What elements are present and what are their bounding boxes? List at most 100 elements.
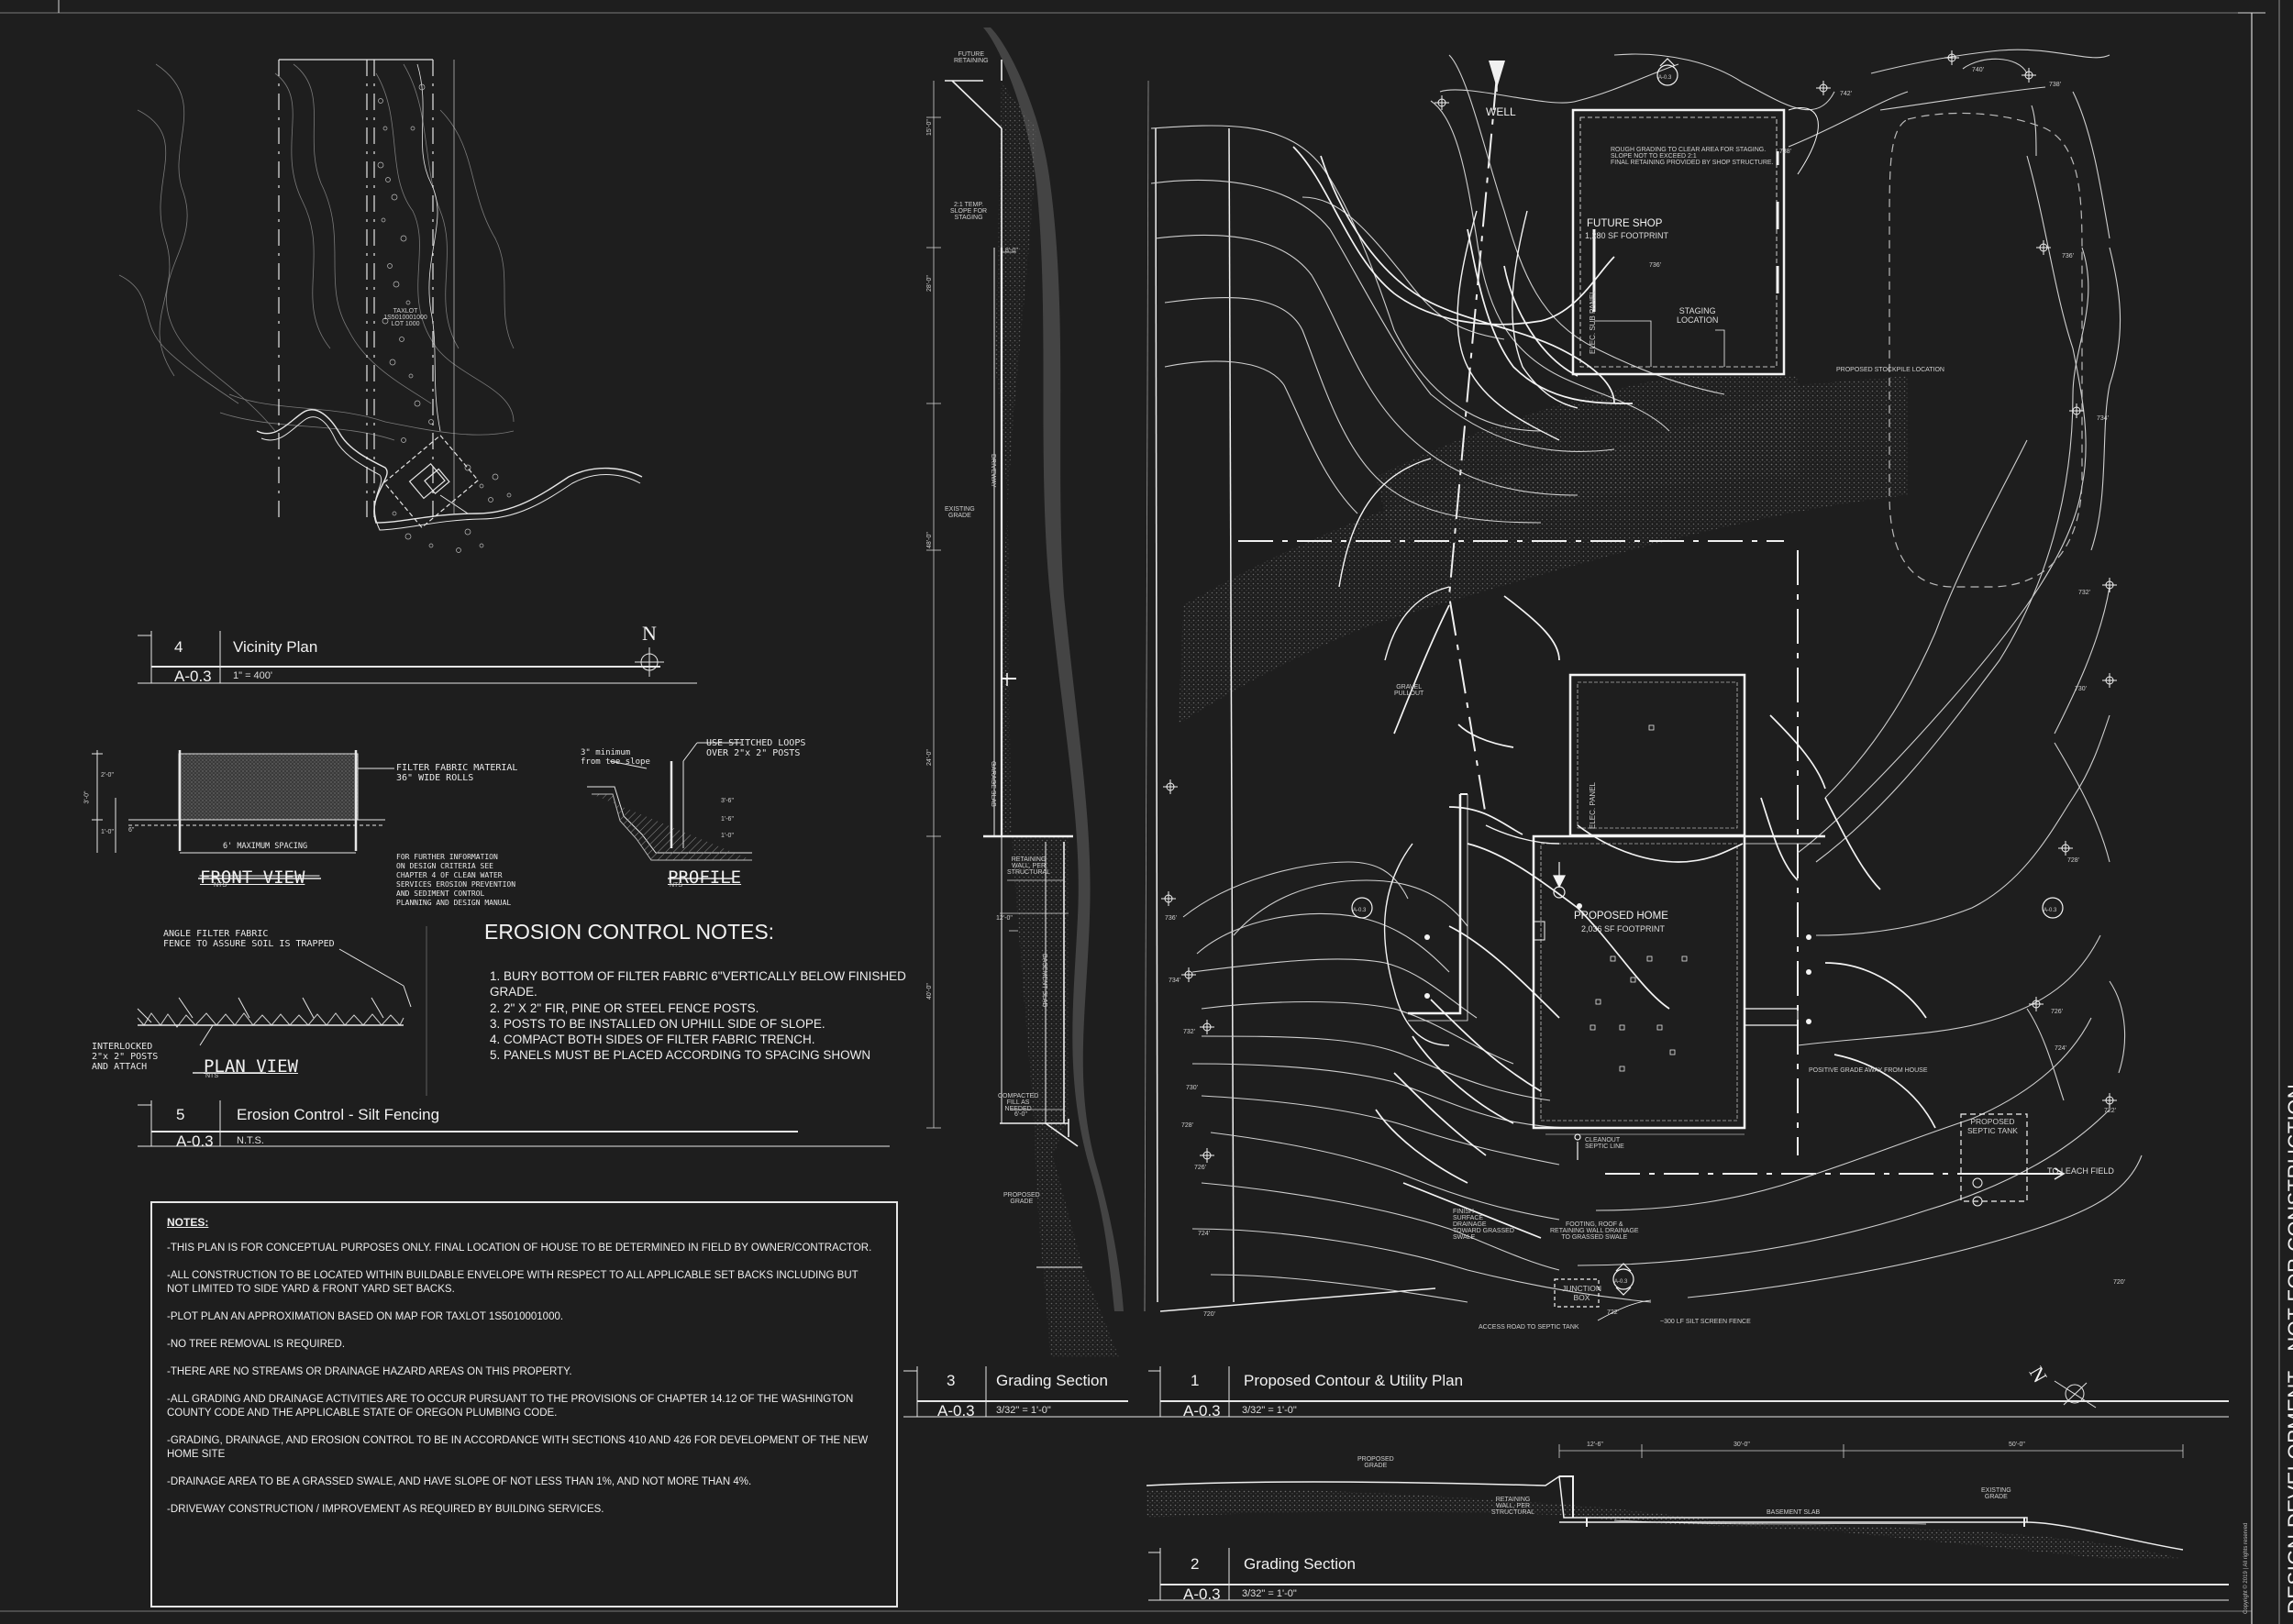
sec3-dim: 48'-0": [926, 532, 933, 548]
retaining-wall-label: RETAINING WALL, PER STRUCTURAL: [1007, 856, 1051, 876]
elev-label: 730': [2075, 686, 2088, 692]
grading2-sheet-ref: A-0.3: [1183, 1585, 1221, 1603]
elev-label: 734': [2097, 415, 2110, 422]
plan-view-nts: NTS: [205, 1073, 218, 1079]
footing-drain-label: FOOTING, ROOF & RETAINING WALL DRAINAGE …: [1550, 1221, 1639, 1241]
note-item: -THIS PLAN IS FOR CONCEPTUAL PURPOSES ON…: [167, 1243, 872, 1254]
grading-section-3: [903, 28, 1211, 1418]
note-item: -GRADING, DRAINAGE, AND EROSION CONTROL …: [167, 1435, 869, 1460]
elev-label: 738': [2049, 82, 2062, 88]
erosion-view-title: Erosion Control - Silt Fencing: [237, 1106, 440, 1123]
elec-panel-label: ELEC. PANEL: [1589, 782, 1597, 829]
retaining-wall-label-2: RETAINING WALL, PER STRUCTURAL: [1491, 1497, 1535, 1516]
junction-box-label: JUNCTION BOX: [1562, 1284, 1601, 1302]
future-shop-label: FUTURE SHOP: [1587, 218, 1663, 229]
sec2-dim: 30'-0": [1734, 1442, 1750, 1448]
grading-section-2: [1146, 1444, 2229, 1601]
existing-grade-label: EXISTING GRADE: [945, 506, 975, 519]
max-spacing-note: 6' MAXIMUM SPACING: [223, 842, 308, 851]
copyright-note: Copyright © 2019 | All rights reserved: [2243, 1522, 2249, 1614]
contour-sheet-ref: A-0.3: [1183, 1402, 1221, 1420]
sec3-dim: 24'-0": [926, 749, 933, 766]
driveway-label: DRIVEWAY: [990, 454, 996, 488]
section-tag: A-0.3: [1614, 1279, 1628, 1285]
shop-footprint-label: 1,280 SF FOOTPRINT: [1585, 231, 1669, 240]
grading2-view-number: 2: [1191, 1555, 1200, 1573]
sec2-dim: 50'-0": [2009, 1442, 2025, 1448]
elev-label: 722': [1607, 1309, 1620, 1316]
elev-label: 728': [1181, 1122, 1194, 1129]
elev-label: 732': [1183, 1029, 1196, 1035]
elev-label: 720': [2113, 1279, 2126, 1286]
further-info-note: FOR FURTHER INFORMATION ON DESIGN CRITER…: [396, 853, 516, 907]
section-tag: A-0.3: [2044, 908, 2057, 913]
dim-1-6: 1'-6": [721, 816, 734, 823]
profile-label: PROFILE: [668, 867, 742, 888]
dim-2-0: 2'-0": [101, 772, 114, 779]
silt-fence-label: ~300 LF SILT SCREEN FENCE: [1660, 1319, 1751, 1325]
positive-grade-label: POSITIVE GRADE AWAY FROM HOUSE: [1809, 1067, 1928, 1074]
temp-slope-label: 2:1 TEMP. SLOPE FOR STAGING: [950, 202, 988, 221]
note-item: -DRAINAGE AREA TO BE A GRASSED SWALE, AN…: [167, 1476, 752, 1487]
vicinity-plan: [118, 63, 515, 441]
gravel-pullout-label: GRAVEL PULLOUT: [1394, 684, 1424, 697]
sec3-dim: 40'-0": [926, 983, 933, 1000]
elev-label: 722': [2104, 1108, 2117, 1114]
finish-surface-label: FINISH SURFACE DRAINAGE TOWARD GRASSED S…: [1453, 1209, 1514, 1241]
proposed-grade-label-2: PROPOSED GRADE: [1357, 1456, 1394, 1469]
compacted-fill-label: COMPACTED FILL AS NEEDED: [998, 1093, 1039, 1112]
septic-tank-label: PROPOSED SEPTIC TANK: [1967, 1117, 2018, 1135]
grading3-view-number: 3: [947, 1372, 956, 1389]
grading2-scale: 3/32" = 1'-0": [1242, 1588, 1297, 1599]
elev-label: 724': [1198, 1231, 1211, 1237]
profile-detail: [587, 742, 752, 879]
elev-label: 730': [1186, 1085, 1199, 1091]
proposed-home-label: PROPOSED HOME: [1574, 911, 1668, 922]
plan-view-detail: [137, 948, 412, 1074]
home-footprint-label: 2,036 SF FOOTPRINT: [1581, 924, 1666, 934]
erosion-note-item: 1. BURY BOTTOM OF FILTER FABRIC 6"VERTIC…: [490, 969, 906, 1000]
sec3-dim: 28'-0": [926, 275, 933, 292]
elev-label: 726': [1194, 1165, 1207, 1171]
basement-slab-label-2: BASEMENT SLAB: [1767, 1509, 1821, 1516]
staging-location-label: STAGING LOCATION: [1677, 306, 1719, 325]
garage-slab-label: GARAGE SLAB: [990, 761, 996, 807]
dim-3-0: 3'-0": [83, 790, 91, 804]
filter-fabric-note: FILTER FABRIC MATERIAL 36" WIDE ROLLS: [396, 763, 518, 783]
notes-heading: NOTES:: [167, 1216, 209, 1229]
dim-3-6: 3'-6": [721, 798, 734, 804]
elev-label: 740': [1972, 67, 1985, 73]
erosion-note-item: 4. COMPACT BOTH SIDES OF FILTER FABRIC T…: [490, 1033, 815, 1047]
elev-label: 738': [1779, 149, 1792, 155]
erosion-title-bar: [138, 926, 890, 1147]
contour-view-number: 1: [1191, 1372, 1200, 1389]
elev-label: 720': [1203, 1311, 1216, 1318]
interlocked-note: INTERLOCKED 2"x 2" POSTS AND ATTACH: [92, 1042, 159, 1072]
section-tag: A-0.3: [1353, 908, 1367, 913]
sec3-dim: 15'-0": [926, 119, 933, 136]
vicinity-title-bar: [138, 631, 697, 684]
section-tag: A-0.3: [1658, 75, 1672, 81]
front-view-nts: NTS: [214, 882, 227, 889]
contour-view-title: Proposed Contour & Utility Plan: [1244, 1372, 1464, 1389]
stitched-loops-note: USE STITCHED LOOPS OVER 2"x 2" POSTS: [706, 738, 806, 758]
vicinity-lot-label: TAXLOT 1S5010001000 LOT 1000: [383, 308, 427, 327]
elev-label: 742': [1840, 91, 1853, 97]
profile-nts: NTS: [670, 882, 682, 889]
sec3-dim: 8'-0": [1005, 248, 1018, 254]
front-view-detail: [92, 750, 394, 879]
elev-label: 732': [2078, 590, 2091, 596]
sec3-dim: 12'-0": [996, 915, 1013, 922]
access-road-label: ACCESS ROAD TO SEPTIC TANK: [1479, 1324, 1579, 1331]
grading3-sheet-ref: A-0.3: [937, 1402, 975, 1420]
vicinity-scale: 1" = 400': [233, 670, 273, 681]
dim-1-0-b: 1'-0": [721, 833, 734, 839]
sec3-dim: 6'-0": [1014, 1111, 1027, 1118]
note-item: -ALL GRADING AND DRAINAGE ACTIVITIES ARE…: [167, 1394, 854, 1419]
vicinity-north-arrow: [635, 647, 664, 677]
elev-label: 734': [1169, 978, 1181, 984]
sec2-dim: 12'-6": [1587, 1442, 1603, 1448]
elev-label: 736': [1165, 915, 1178, 922]
general-notes-box: NOTES: -THIS PLAN IS FOR CONCEPTUAL PURP…: [150, 1201, 898, 1607]
erosion-view-number: 5: [176, 1106, 185, 1123]
